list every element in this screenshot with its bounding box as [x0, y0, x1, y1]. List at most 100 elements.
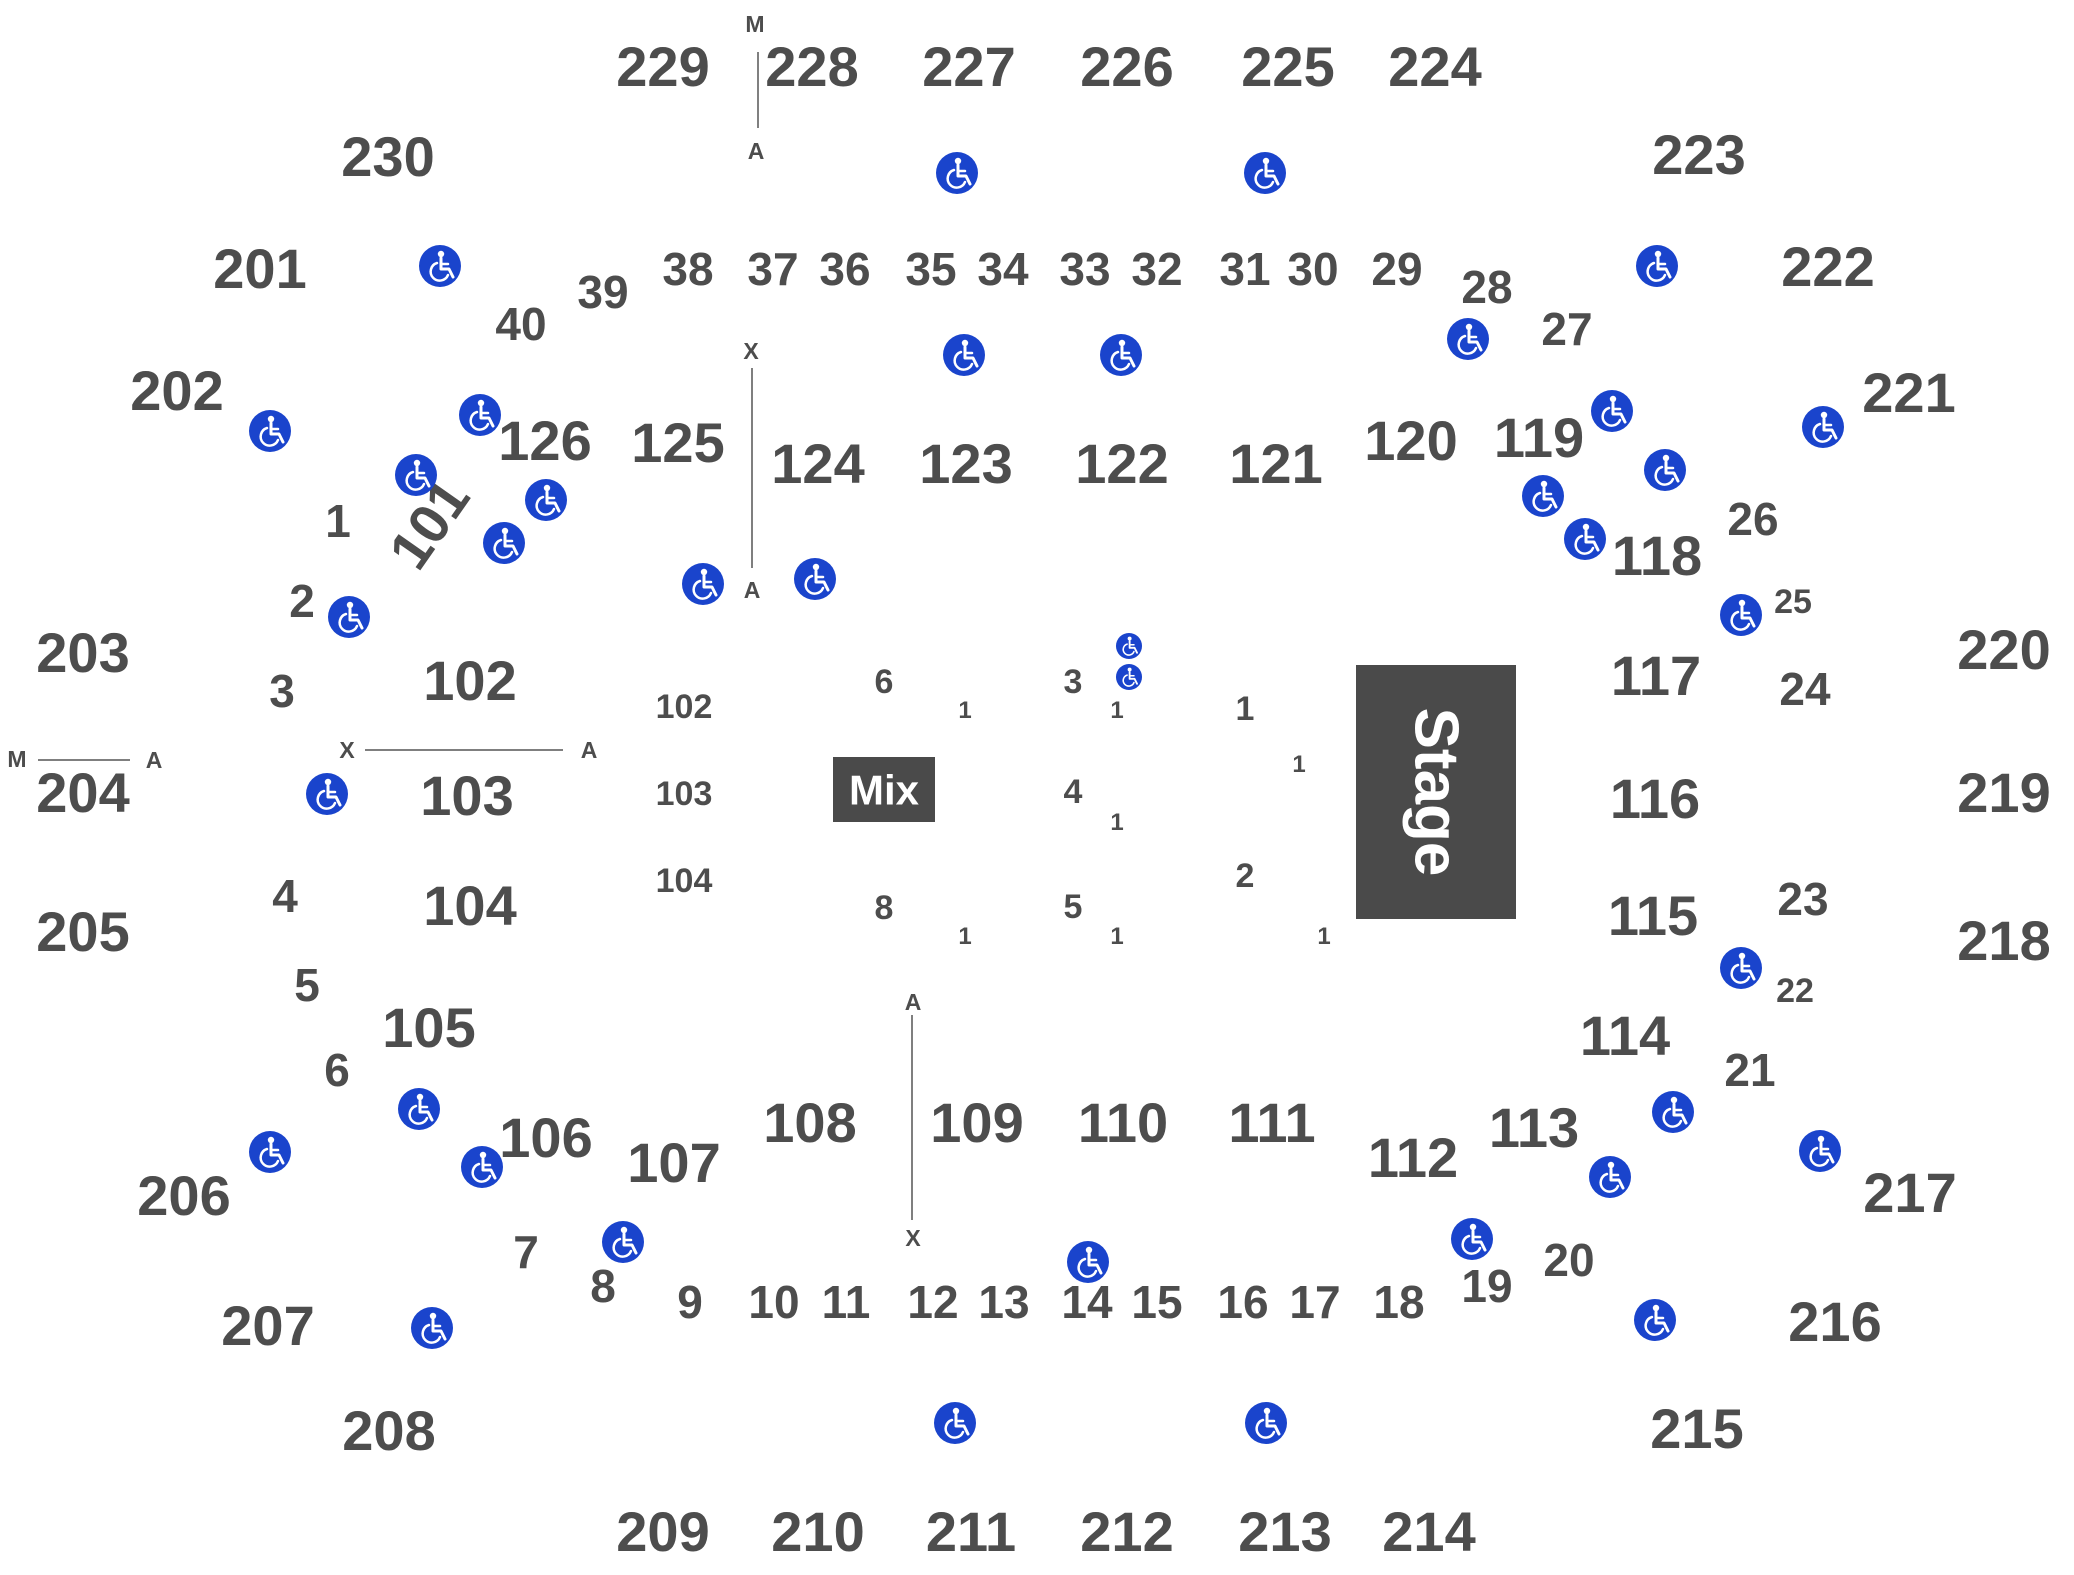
row-36[interactable]: 36 — [819, 243, 870, 295]
floor-section-1[interactable]: 1 — [1236, 690, 1255, 728]
wheelchair-icon[interactable] — [481, 520, 527, 566]
row-17[interactable]: 17 — [1289, 1276, 1340, 1328]
wheelchair-icon[interactable] — [1098, 332, 1144, 378]
wheelchair-icon[interactable] — [393, 452, 439, 498]
row-14[interactable]: 14 — [1061, 1276, 1113, 1328]
wheelchair-icon[interactable] — [523, 477, 569, 523]
wheelchair-icon[interactable] — [941, 332, 987, 378]
section-219[interactable]: 219 — [1957, 761, 2050, 824]
wheelchair-icon[interactable] — [326, 594, 372, 640]
section-111[interactable]: 111 — [1228, 1091, 1315, 1154]
wheelchair-icon[interactable] — [457, 392, 503, 438]
row-5[interactable]: 5 — [294, 959, 320, 1011]
wheelchair-icon[interactable] — [1718, 592, 1764, 638]
section-114[interactable]: 114 — [1580, 1004, 1670, 1067]
wheelchair-icon[interactable] — [600, 1219, 646, 1265]
section-208[interactable]: 208 — [342, 1399, 435, 1462]
row-28[interactable]: 28 — [1461, 261, 1512, 313]
floor-section-102[interactable]: 102 — [656, 688, 713, 726]
section-210[interactable]: 210 — [771, 1500, 864, 1563]
row-18[interactable]: 18 — [1373, 1276, 1424, 1328]
row-35[interactable]: 35 — [905, 243, 956, 295]
section-117[interactable]: 117 — [1611, 644, 1701, 707]
row-27[interactable]: 27 — [1541, 303, 1592, 355]
wheelchair-icon[interactable] — [247, 408, 293, 454]
row-40[interactable]: 40 — [495, 298, 546, 350]
floor-section-2[interactable]: 2 — [1236, 857, 1255, 895]
row-32[interactable]: 32 — [1131, 243, 1182, 295]
wheelchair-icon[interactable] — [304, 771, 350, 817]
row-29[interactable]: 29 — [1371, 243, 1422, 295]
section-207[interactable]: 207 — [221, 1294, 314, 1357]
wheelchair-icon[interactable] — [932, 1400, 978, 1446]
section-227[interactable]: 227 — [922, 35, 1015, 98]
row-10[interactable]: 10 — [748, 1276, 799, 1328]
section-123[interactable]: 123 — [919, 432, 1012, 495]
row-24[interactable]: 24 — [1779, 663, 1831, 715]
row-13[interactable]: 13 — [978, 1276, 1029, 1328]
section-205[interactable]: 205 — [36, 900, 129, 963]
row-8[interactable]: 8 — [590, 1260, 616, 1312]
section-222[interactable]: 222 — [1781, 235, 1874, 298]
wheelchair-icon[interactable] — [417, 243, 463, 289]
section-224[interactable]: 224 — [1388, 35, 1481, 98]
wheelchair-icon[interactable] — [934, 150, 980, 196]
section-220[interactable]: 220 — [1957, 618, 2050, 681]
wheelchair-icon[interactable] — [396, 1086, 442, 1132]
floor-section-6[interactable]: 6 — [875, 663, 894, 701]
mix-block[interactable] — [833, 757, 935, 822]
wheelchair-icon[interactable] — [1562, 516, 1608, 562]
wheelchair-icon[interactable] — [1243, 1400, 1289, 1446]
wheelchair-icon[interactable] — [1800, 404, 1846, 450]
section-211[interactable]: 211 — [926, 1500, 1016, 1563]
section-118[interactable]: 118 — [1612, 524, 1702, 587]
wheelchair-icon[interactable] — [1445, 316, 1491, 362]
section-124[interactable]: 124 — [771, 432, 864, 495]
wheelchair-icon[interactable] — [247, 1129, 293, 1175]
section-120[interactable]: 120 — [1364, 409, 1457, 472]
row-6[interactable]: 6 — [324, 1044, 350, 1096]
section-105[interactable]: 105 — [382, 996, 475, 1059]
wheelchair-icon[interactable] — [1634, 243, 1680, 289]
section-112[interactable]: 112 — [1368, 1126, 1458, 1189]
section-214[interactable]: 214 — [1382, 1500, 1475, 1563]
section-228[interactable]: 228 — [765, 35, 858, 98]
wheelchair-icon[interactable] — [680, 561, 726, 607]
wheelchair-icon[interactable] — [1242, 150, 1288, 196]
section-206[interactable]: 206 — [137, 1164, 230, 1227]
section-230[interactable]: 230 — [341, 125, 434, 188]
row-26[interactable]: 26 — [1727, 493, 1778, 545]
section-116[interactable]: 116 — [1610, 767, 1700, 830]
section-103[interactable]: 103 — [420, 764, 513, 827]
wheelchair-icon[interactable] — [1520, 473, 1566, 519]
row-34[interactable]: 34 — [977, 243, 1029, 295]
section-213[interactable]: 213 — [1238, 1500, 1331, 1563]
section-225[interactable]: 225 — [1241, 35, 1334, 98]
wheelchair-icon[interactable] — [1650, 1089, 1696, 1135]
wheelchair-icon[interactable] — [1587, 1154, 1633, 1200]
row-9[interactable]: 9 — [677, 1276, 703, 1328]
section-119[interactable]: 119 — [1494, 406, 1584, 469]
section-108[interactable]: 108 — [763, 1091, 856, 1154]
wheelchair-icon[interactable] — [792, 556, 838, 602]
wheelchair-icon[interactable] — [1115, 663, 1143, 691]
section-107[interactable]: 107 — [627, 1131, 720, 1194]
section-217[interactable]: 217 — [1863, 1161, 1956, 1224]
section-203[interactable]: 203 — [36, 621, 129, 684]
section-121[interactable]: 121 — [1229, 432, 1322, 495]
wheelchair-icon[interactable] — [1115, 632, 1143, 660]
wheelchair-icon[interactable] — [459, 1144, 505, 1190]
row-15[interactable]: 15 — [1131, 1276, 1182, 1328]
wheelchair-icon[interactable] — [1642, 447, 1688, 493]
section-122[interactable]: 122 — [1075, 432, 1168, 495]
floor-section-103[interactable]: 103 — [656, 775, 713, 813]
wheelchair-icon[interactable] — [1797, 1128, 1843, 1174]
floor-section-3[interactable]: 3 — [1064, 663, 1083, 701]
row-1[interactable]: 1 — [325, 495, 351, 547]
section-223[interactable]: 223 — [1652, 123, 1745, 186]
wheelchair-icon[interactable] — [1589, 388, 1635, 434]
row-25[interactable]: 25 — [1774, 583, 1812, 621]
section-218[interactable]: 218 — [1957, 909, 2050, 972]
section-109[interactable]: 109 — [930, 1091, 1023, 1154]
row-38[interactable]: 38 — [662, 243, 713, 295]
